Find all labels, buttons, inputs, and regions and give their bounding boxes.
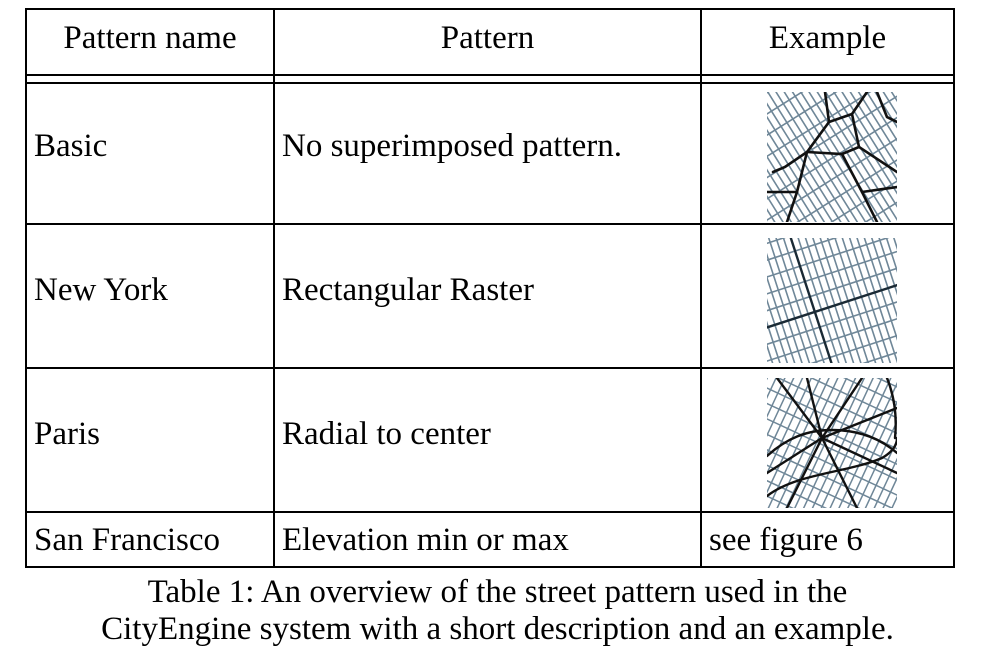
row-divider [25, 223, 955, 225]
caption-line-1: Table 1: An overview of the street patte… [147, 574, 848, 610]
table-top-rule [25, 8, 955, 10]
pattern-name-new-york: New York [34, 272, 168, 308]
table-bottom-rule [25, 566, 955, 568]
column-divider [273, 8, 275, 568]
pattern-description-san-francisco: Elevation min or max [282, 521, 569, 558]
radial-street-pattern-thumbnail [767, 378, 897, 508]
header-pattern-name: Pattern name [63, 20, 237, 56]
radial-street-pattern-icon [767, 378, 897, 508]
caption-line-2: CityEngine system with a short descripti… [101, 611, 894, 647]
header-double-rule-top [25, 74, 955, 76]
column-divider [700, 8, 702, 568]
example-san-francisco: see figure 6 [709, 521, 863, 558]
table-right-border [953, 8, 955, 568]
raster-street-pattern-thumbnail [767, 238, 897, 363]
street-pattern-table: Pattern name Pattern Example Basic No su… [25, 8, 955, 568]
header-pattern: Pattern [440, 20, 535, 56]
basic-street-pattern-icon [767, 92, 897, 222]
pattern-name-basic: Basic [34, 128, 108, 164]
pattern-description-basic: No superimposed pattern. [282, 128, 623, 164]
row-divider [25, 367, 955, 369]
raster-street-pattern-icon [767, 238, 897, 363]
table-caption: Table 1: An overview of the street patte… [0, 574, 995, 648]
header-double-rule-bottom [25, 82, 955, 84]
pattern-description-new-york: Rectangular Raster [282, 272, 534, 308]
basic-street-pattern-thumbnail [767, 92, 897, 222]
pattern-name-paris: Paris [34, 416, 100, 452]
header-example: Example [768, 20, 887, 56]
pattern-description-paris: Radial to center [282, 416, 491, 452]
table-left-border [25, 8, 27, 568]
pattern-name-san-francisco: San Francisco [34, 521, 221, 558]
row-divider [25, 511, 955, 513]
